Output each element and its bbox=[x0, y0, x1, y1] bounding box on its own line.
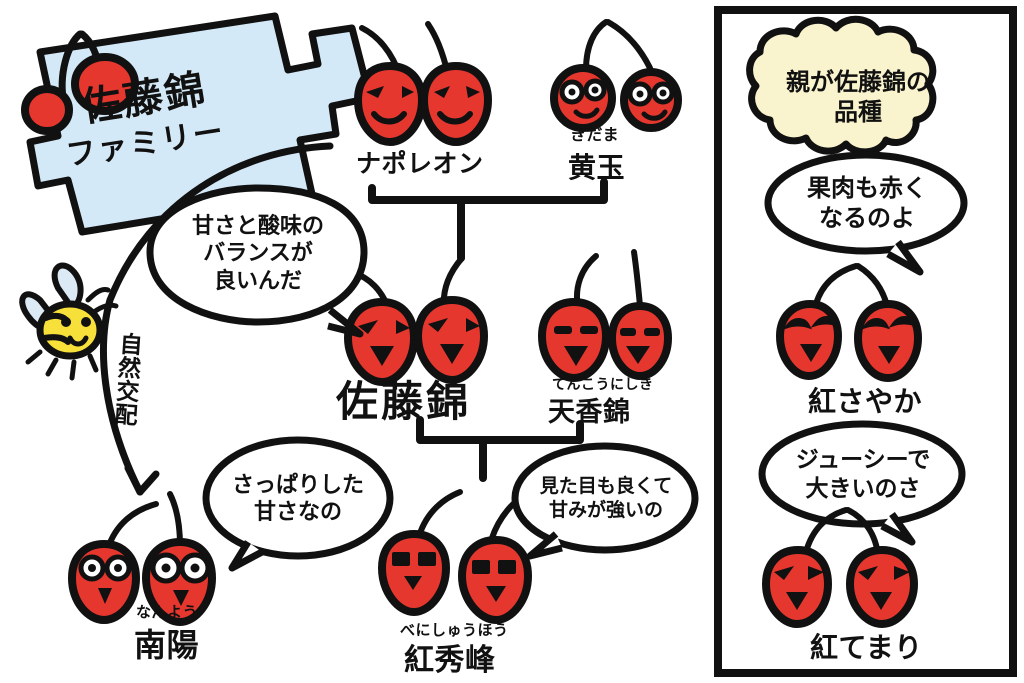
furigana-nanyou: なんよう bbox=[136, 603, 199, 621]
bubble-balance-shape bbox=[146, 184, 368, 338]
cherry-pair-beni-temari bbox=[762, 507, 918, 628]
label-tenkou-nishiki: 天香錦 bbox=[548, 397, 631, 428]
bubble-beni-temari-line2: 大きいのさ bbox=[805, 476, 921, 502]
label-beni-shuhou: 紅秀峰 bbox=[404, 643, 496, 678]
label-nanyou: 南陽 bbox=[134, 626, 200, 664]
bubble-looks-good-shape bbox=[511, 442, 699, 560]
furigana-beni-shuhou: べにしゅうほう bbox=[400, 621, 509, 639]
bubble-beni-sayaka-shape bbox=[764, 151, 968, 276]
cherry-pair-beni-sayaka bbox=[776, 263, 922, 382]
natural-pollination-label: 自然交配 bbox=[109, 331, 142, 427]
cherry-pair-nanyou bbox=[68, 491, 216, 626]
label-ougyoku: 黄玉 bbox=[568, 151, 626, 184]
cloud-header-line1: 親が佐藤錦の bbox=[786, 68, 930, 96]
bubble-looks-good-text: 見た目も良くて 甘みが強いの bbox=[520, 466, 692, 532]
bubble-beni-sayaka-line1: 果肉も赤く bbox=[807, 174, 927, 202]
natural-pollination-arrow-shape bbox=[100, 142, 334, 496]
cherry-pair-sato-nishiki bbox=[344, 255, 488, 386]
bubble-refreshing-shape bbox=[202, 436, 394, 572]
bubble-refreshing-line2: 甘さなの bbox=[253, 500, 342, 525]
cloud-header-line2: 品種 bbox=[834, 98, 882, 126]
connector-parents-to-sato bbox=[368, 178, 608, 262]
cloud-header-shape bbox=[746, 15, 937, 156]
bubble-refreshing-text: さっぱりした 甘さなの bbox=[212, 462, 384, 536]
cherry-pair-napoleon bbox=[354, 21, 492, 146]
bee-shape bbox=[19, 262, 119, 381]
label-beni-sayaka: 紅さやか bbox=[808, 385, 923, 418]
bubble-looks-good-line1: 見た目も良くて bbox=[539, 475, 673, 498]
cloud-header-text: 親が佐藤錦の 品種 bbox=[744, 56, 972, 138]
bubble-balance-line1: 甘さと酸味の bbox=[191, 213, 324, 239]
bubble-beni-sayaka-line2: なるのよ bbox=[819, 204, 915, 232]
bubble-beni-temari-text: ジューシーで 大きいのさ bbox=[772, 440, 954, 510]
bubble-refreshing-line1: さっぱりした bbox=[231, 472, 364, 498]
connector-sato-to-children bbox=[416, 416, 584, 482]
bubble-balance-text: 甘さと酸味の バランスが 良いんだ bbox=[158, 198, 358, 310]
right-panel-frame bbox=[714, 6, 1017, 677]
cherry-pair-beni-shuhou bbox=[378, 483, 541, 624]
label-sato-nishiki: 佐藤錦 bbox=[336, 377, 472, 426]
banner-cherry-cluster bbox=[21, 30, 139, 135]
bubble-balance-line2: バランスが bbox=[203, 241, 313, 267]
furigana-ougyoku: きだま bbox=[570, 125, 620, 144]
label-beni-temari: 紅てまり bbox=[810, 631, 923, 664]
bubble-looks-good-line2: 甘みが強いの bbox=[548, 499, 663, 521]
label-napoleon: ナポレオン bbox=[356, 149, 484, 178]
bubble-beni-sayaka-text: 果肉も赤く なるのよ bbox=[778, 168, 956, 238]
cherry-pair-tenkou-nishiki bbox=[538, 249, 672, 382]
cherry-pair-ougyoku bbox=[550, 19, 682, 132]
furigana-tenkou-nishiki: てんこうにしき bbox=[552, 377, 654, 393]
bubble-balance-line3: 良いんだ bbox=[213, 268, 302, 294]
bubble-beni-temari-line1: ジューシーで bbox=[795, 447, 931, 474]
